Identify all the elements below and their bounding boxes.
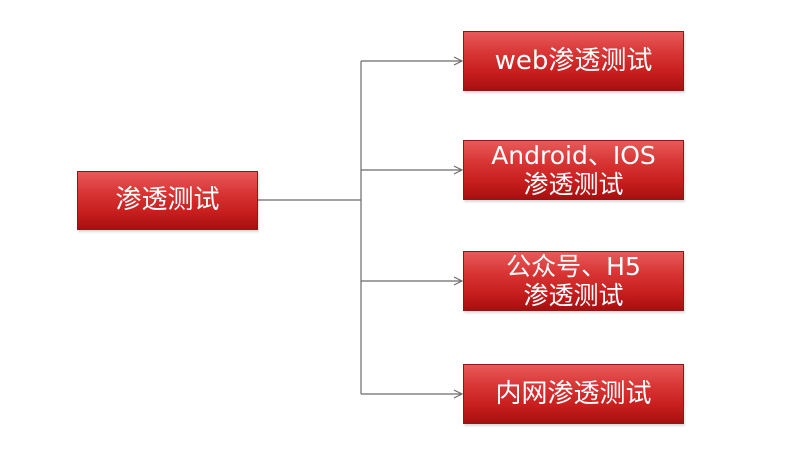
child-node-label: web渗透测试 bbox=[494, 45, 653, 76]
child-node-mobile-pentest: Android、IOS 渗透测试 bbox=[463, 140, 684, 200]
child-node-h5-pentest: 公众号、H5 渗透测试 bbox=[463, 251, 684, 311]
child-node-label-line1: Android、IOS bbox=[491, 140, 656, 170]
child-node-label-line2: 渗透测试 bbox=[523, 281, 624, 310]
child-node-intranet-pentest: 内网渗透测试 bbox=[463, 364, 684, 424]
root-node-pentest: 渗透测试 bbox=[77, 171, 258, 230]
child-node-label: 内网渗透测试 bbox=[495, 378, 652, 409]
child-node-label-line1: 公众号、H5 bbox=[506, 251, 641, 281]
child-node-web-pentest: web渗透测试 bbox=[463, 31, 684, 91]
root-node-label: 渗透测试 bbox=[115, 185, 220, 216]
child-node-label-line2: 渗透测试 bbox=[523, 170, 624, 199]
